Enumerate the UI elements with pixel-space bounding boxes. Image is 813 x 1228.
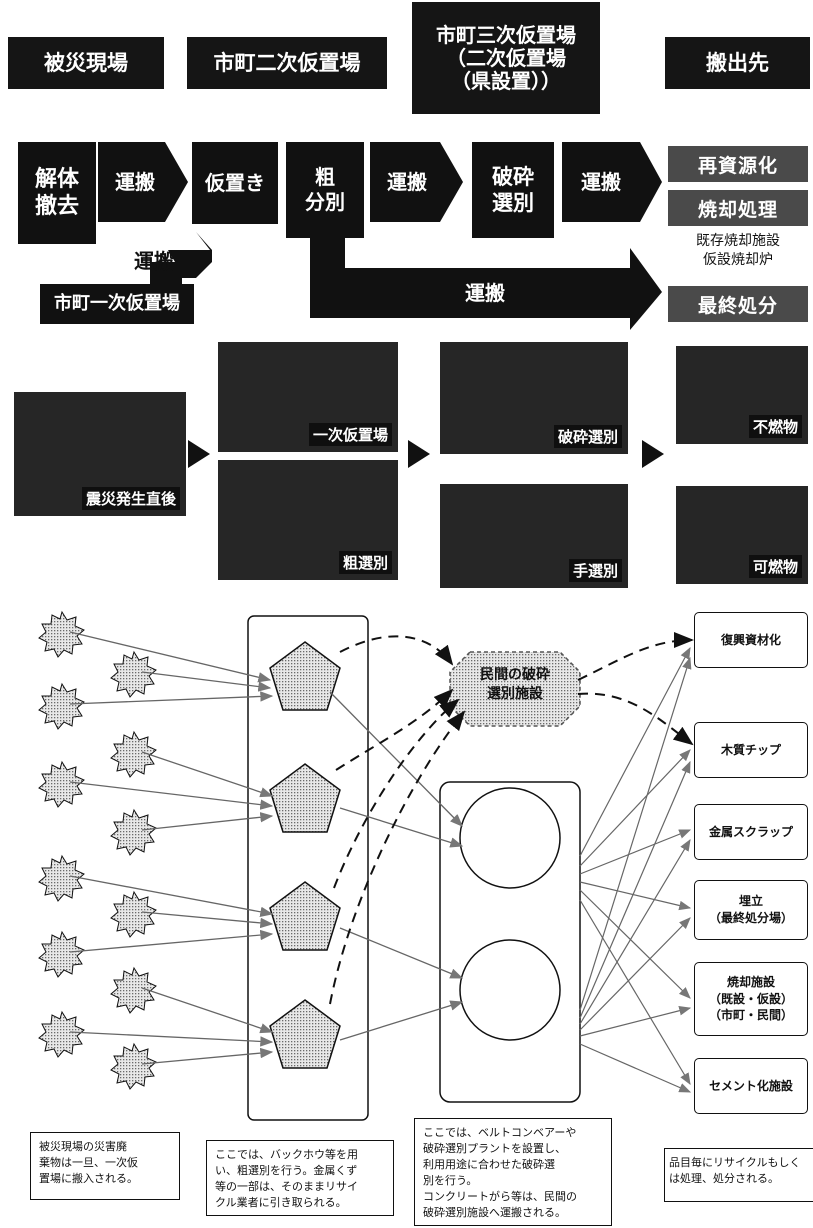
header-destination: 搬出先 [665, 37, 810, 89]
private-facility-shape [449, 651, 581, 727]
dest-landfill: 埋立 （最終処分場） [694, 880, 808, 940]
dest-metal-scrap: 金属スクラップ [694, 804, 808, 860]
crushing-plant-circle-2 [459, 939, 561, 1041]
note-destination: 品目毎にリサイクルもしく は処理、処分される。 [664, 1148, 813, 1202]
dashed-to-private-arrows [329, 635, 466, 1005]
dashed-to-destination-arrows [577, 632, 694, 746]
transport-label-3: 運搬 [581, 169, 621, 194]
dest-reconstruction-material: 復興資材化 [694, 612, 808, 668]
pentagon-3 [269, 881, 341, 951]
arrow-icon-3 [642, 440, 664, 468]
header-secondary-site: 市町二次仮置場 [187, 37, 387, 89]
transport-label-2: 運搬 [387, 169, 427, 194]
crushing-plant-circle-1 [459, 787, 561, 889]
plant-to-destination-arrows [579, 646, 692, 1093]
note-secondary-site: ここでは、バックホウ等を用 い、粗選別を行う。金属くず 等の一部は、そのままリサ… [206, 1140, 394, 1216]
photo-primary-site: 一次仮置場 [218, 342, 398, 452]
transport-label-1: 運搬 [115, 169, 155, 194]
flow-arrow-2 [370, 142, 463, 222]
note-tertiary-site: ここでは、ベルトコンベアーや 破砕選別プラントを設置し、 利用用途に合わせた破砕… [414, 1118, 612, 1226]
photo-crushing: 破砕選別 [440, 342, 628, 454]
stage-demolition: 解体 撤去 [18, 142, 96, 244]
flow-arrow-long [310, 238, 662, 330]
pentagon-4 [269, 999, 341, 1069]
arrow-icon-1 [188, 440, 210, 468]
pentagon-to-plant-arrows [329, 691, 464, 1041]
stage-rough-sort: 粗 分別 [286, 142, 364, 238]
stage-crushing: 破砕 選別 [472, 142, 554, 238]
output-recycle: 再資源化 [668, 146, 808, 182]
header-tertiary-site: 市町三次仮置場 （二次仮置場 （県設置）） [412, 2, 600, 114]
flow-arrow-3 [562, 142, 662, 222]
dest-cement: セメント化施設 [694, 1058, 808, 1114]
flow-arrows [98, 142, 662, 330]
flow-arrow-1 [98, 142, 188, 222]
photo-caption: 手選別 [568, 559, 622, 582]
star-to-pentagon-arrows [69, 631, 274, 1065]
pentagon-2 [269, 763, 341, 833]
header-disaster-site: 被災現場 [8, 37, 164, 89]
photo-incombustible: 不燃物 [676, 346, 808, 444]
photo-caption: 破砕選別 [553, 425, 622, 448]
note-disaster-site: 被災現場の災害廃 棄物は一旦、一次仮 置場に搬入される。 [30, 1132, 180, 1200]
stage-primary-site: 市町一次仮置場 [40, 284, 194, 324]
stage-temp-storage: 仮置き [192, 142, 278, 224]
incinerate-note: 既存焼却施設 仮設焼却炉 [696, 233, 780, 268]
secondary-site-box [247, 615, 369, 1121]
private-facility-label: 民間の破砕 選別施設 [480, 667, 550, 702]
photo-combustible: 可燃物 [676, 486, 808, 584]
flow-arrow-up [150, 232, 212, 292]
network-diagram [38, 610, 694, 1121]
photo-hand-sort: 手選別 [440, 484, 628, 588]
photo-caption: 不燃物 [748, 415, 802, 438]
photo-caption: 粗選別 [338, 551, 392, 574]
dest-incineration: 焼却施設 （既設・仮設） （市町・民間） [694, 962, 808, 1036]
photo-caption: 可燃物 [748, 555, 802, 578]
arrow-icon-2 [408, 440, 430, 468]
transport-label-long: 運搬 [465, 280, 505, 305]
output-final-disposal: 最終処分 [668, 286, 808, 322]
pentagon-1 [269, 641, 341, 711]
tertiary-site-box [439, 781, 581, 1103]
photo-rough-sort: 粗選別 [218, 460, 398, 580]
photo-caption: 震災発生直後 [81, 487, 180, 510]
disaster-site-stars [38, 610, 157, 1090]
output-incinerate: 焼却処理 [668, 190, 808, 226]
photo-after-disaster: 震災発生直後 [14, 392, 186, 516]
photo-caption: 一次仮置場 [308, 423, 392, 446]
transport-label-up: 運搬 [134, 248, 174, 273]
dest-wood-chips: 木質チップ [694, 722, 808, 778]
